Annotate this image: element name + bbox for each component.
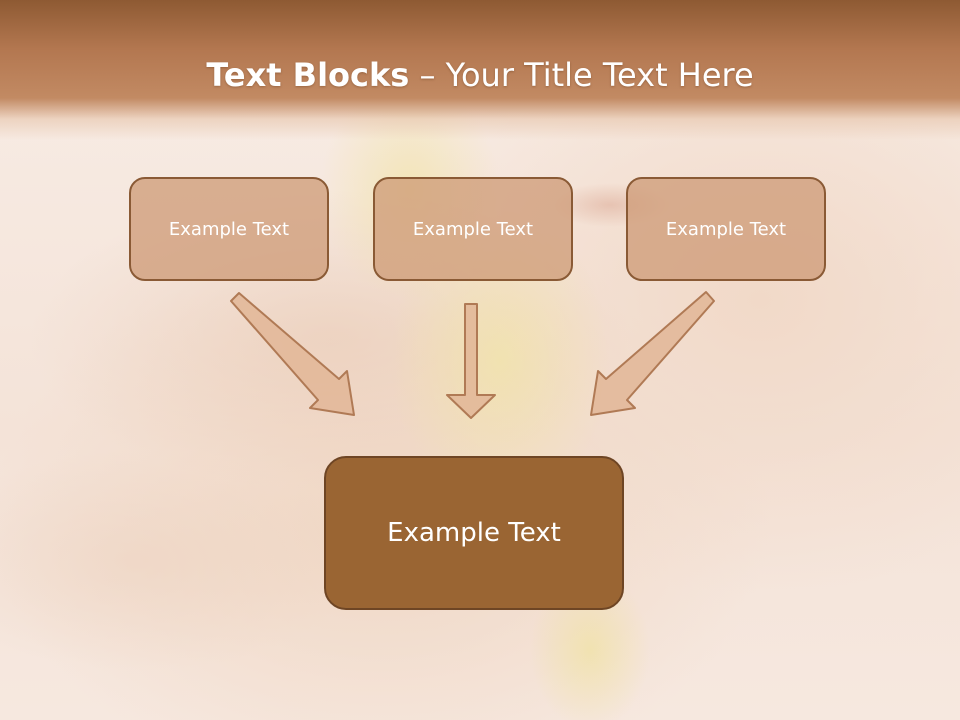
arrow-left[interactable]	[230, 292, 355, 416]
main-text-block[interactable]: Example Text	[324, 456, 624, 610]
slide-title[interactable]: Text Blocks – Your Title Text Here	[0, 50, 960, 100]
text-block-3-label: Example Text	[665, 218, 787, 240]
main-text-block-label: Example Text	[387, 518, 561, 548]
arrow-right[interactable]	[590, 291, 715, 416]
slide-title-rest: – Your Title Text Here	[409, 56, 754, 94]
arrow-center[interactable]	[446, 303, 496, 419]
text-block-2-label: Example Text	[412, 218, 534, 240]
text-block-2[interactable]: Example Text	[373, 177, 573, 281]
text-block-3[interactable]: Example Text	[626, 177, 826, 281]
text-block-1[interactable]: Example Text	[129, 177, 329, 281]
text-block-1-label: Example Text	[168, 218, 290, 240]
title-band	[0, 0, 960, 140]
slide-title-bold: Text Blocks	[206, 56, 410, 94]
